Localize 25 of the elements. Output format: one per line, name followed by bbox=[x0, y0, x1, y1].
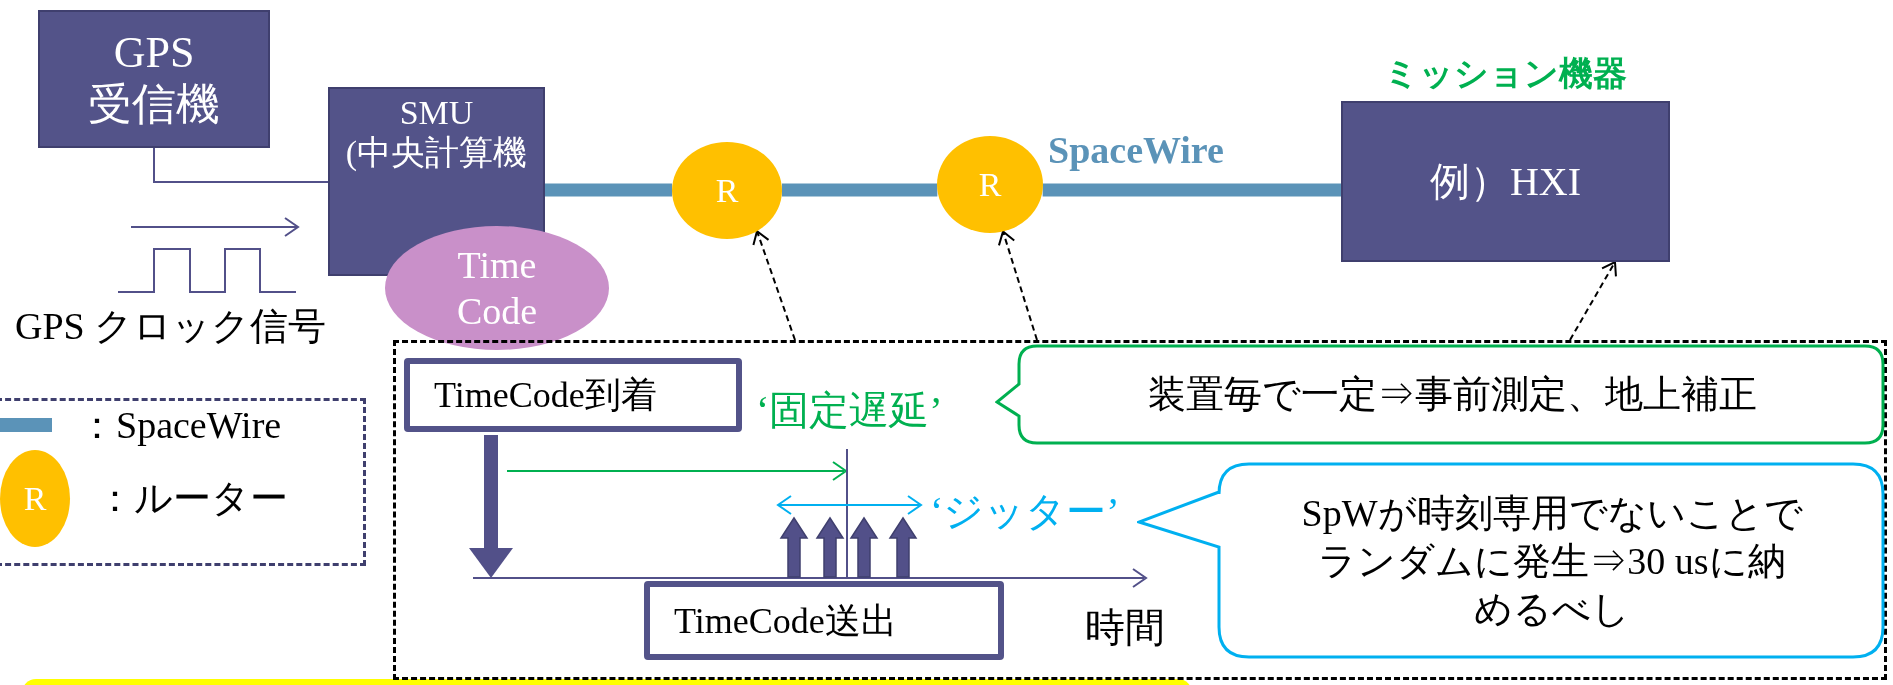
router-circle: R bbox=[672, 142, 782, 239]
router-circle: R bbox=[937, 136, 1043, 233]
router-circle: R bbox=[0, 450, 70, 547]
jitter-label: ‘ジッター’ bbox=[930, 489, 1120, 534]
leader-arrow bbox=[997, 230, 1038, 341]
signal-caption: GPS クロック信号 bbox=[15, 305, 327, 347]
connector-line bbox=[153, 147, 329, 183]
axis-label: 時間 bbox=[1085, 605, 1165, 650]
cable-line bbox=[545, 183, 672, 197]
block-arrow bbox=[469, 435, 513, 578]
section-heading: ミッション機器 bbox=[1384, 55, 1627, 92]
timecode-ellipse: Time Code bbox=[385, 226, 609, 350]
cable-line bbox=[1042, 183, 1341, 197]
event-box: TimeCode到着 bbox=[404, 358, 742, 432]
legend-text: ：SpaceWire bbox=[78, 403, 282, 446]
callout-text: SpWが時刻専用でないことでランダムに発生⇒30 usに納めるべし bbox=[1300, 490, 1804, 632]
device-box: 例）HXI bbox=[1341, 101, 1670, 262]
device-box: GPS 受信機 bbox=[38, 10, 270, 148]
event-box: TimeCode送出 bbox=[644, 581, 1004, 660]
legend-text: ：ルーター bbox=[96, 477, 288, 519]
cable-line bbox=[782, 183, 938, 197]
leader-arrow bbox=[752, 230, 796, 341]
callout-text: 装置毎で一定⇒事前測定、地上補正 bbox=[1147, 372, 1757, 417]
delay-label: ‘固定遅延’ bbox=[756, 388, 943, 433]
leader-arrow bbox=[1569, 261, 1617, 341]
